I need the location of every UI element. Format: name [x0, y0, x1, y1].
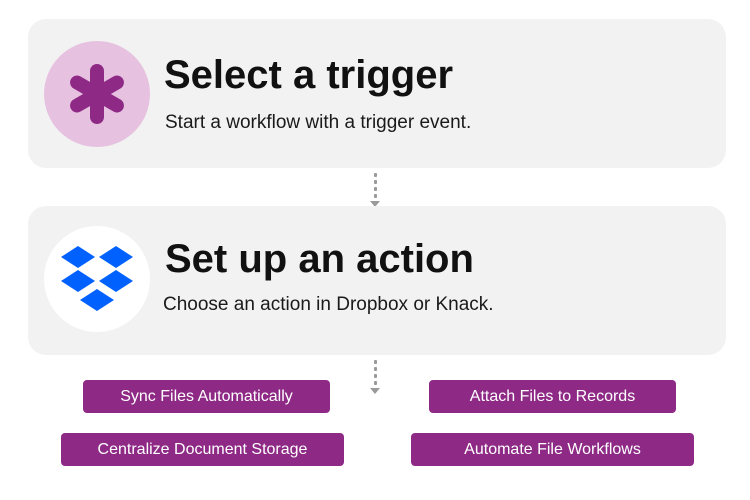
- knack-asterisk-icon: [70, 64, 124, 124]
- trigger-title: Select a trigger: [164, 53, 454, 97]
- flow-connector: [366, 173, 384, 207]
- dropbox-icon: [61, 246, 133, 311]
- action-title: Set up an action: [165, 237, 474, 281]
- action-subtitle: Choose an action in Dropbox or Knack.: [163, 294, 494, 315]
- knack-icon-circle: [44, 41, 150, 147]
- dropbox-icon-circle: [44, 226, 150, 332]
- action-card[interactable]: Set up an action Choose an action in Dro…: [28, 206, 726, 355]
- flow-connector: [366, 360, 384, 394]
- arrow-down-icon: [370, 388, 380, 394]
- trigger-card[interactable]: Select a trigger Start a workflow with a…: [28, 19, 726, 168]
- tag-centralize-storage[interactable]: Centralize Document Storage: [61, 433, 344, 466]
- trigger-subtitle: Start a workflow with a trigger event.: [165, 112, 472, 133]
- tag-sync-files[interactable]: Sync Files Automatically: [83, 380, 330, 413]
- tag-attach-files[interactable]: Attach Files to Records: [429, 380, 676, 413]
- tag-automate-workflows[interactable]: Automate File Workflows: [411, 433, 694, 466]
- arrow-down-icon: [370, 201, 380, 207]
